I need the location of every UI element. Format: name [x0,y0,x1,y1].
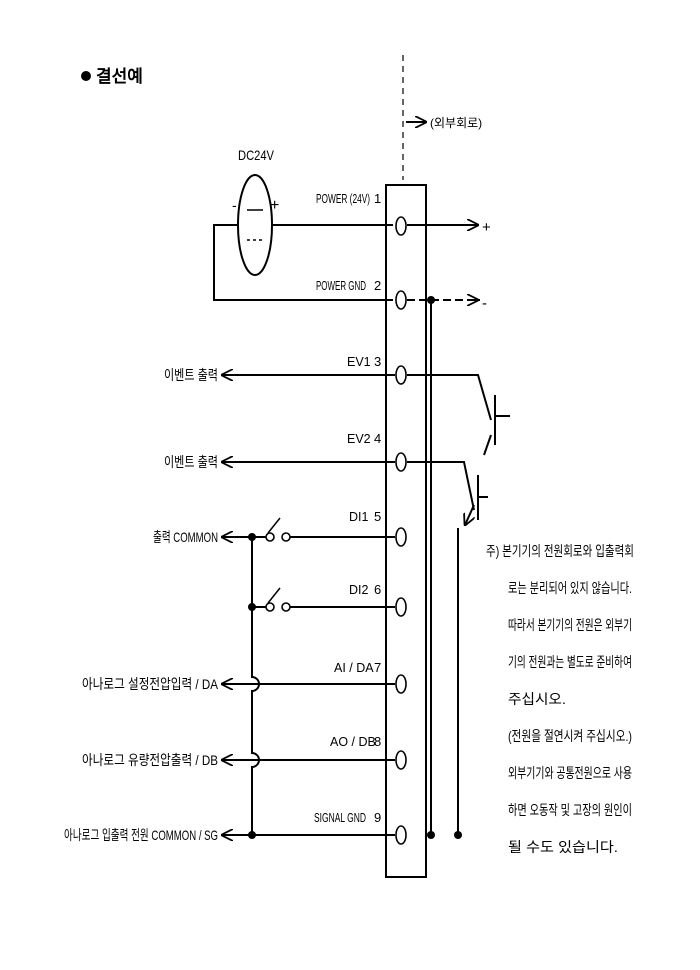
note-line-8: 하면 오동작 및 고장의 원인이 [508,802,632,818]
switch-contact-icon [281,602,291,612]
terminal-name: EV2 [347,432,371,446]
terminal-name: POWER GND [316,279,366,293]
note-line-4: 기의 전원과는 별도로 준비하여 [508,654,632,670]
note-line-1: 주) 본기기의 전원회로와 입출력회 [486,543,634,559]
switch-contact-icon [265,602,275,612]
terminal-name: DI1 [349,510,369,524]
terminal-screw-icon [395,290,407,310]
terminal-row-2: POWER GND 2 [316,278,407,310]
terminal-name: EV1 [347,355,371,369]
terminal-row-4: EV2 4 [347,431,407,472]
note-line-6: (전원을 절연시켜 주십시오.) [508,728,632,744]
bullet-icon [81,71,91,81]
terminal-screw-icon [395,597,407,617]
terminal-number: 8 [374,734,381,749]
terminal-number: 2 [374,278,381,293]
terminal-name: DI2 [349,583,369,597]
note-line-5: 주십시오. [508,691,566,707]
switch-contact-icon [265,532,275,542]
section-title: 결선예 [96,67,143,86]
note-line-7: 외부기기와 공통전원으로 사용 [508,765,632,781]
terminal-row-8: AO / DB 8 [330,734,407,770]
terminal-name: AO / DB [330,735,376,749]
junction-dot [427,831,435,839]
terminal-name: AI / DA [334,661,374,675]
left-label-db: 아나로그 유량전압출력 / DB [82,752,218,768]
external-circuit-label: (외부회로) [430,116,482,130]
terminal-row-6: DI2 6 [349,582,407,617]
terminal-screw-icon [395,216,407,236]
left-label-ev2: 이벤트 출력 [164,454,218,470]
terminal-screw-icon [395,750,407,770]
note-line-2: 로는 분리되어 있지 않습니다. [508,580,632,596]
terminal-number: 9 [374,810,381,825]
dc-power-supply-icon [237,174,273,276]
terminal-screw-icon [395,527,407,547]
out-minus-label: - [482,295,487,312]
power-minus-label: - [232,197,237,213]
left-label-sg: 아나로그 입출력 전원 COMMON / SG [64,827,218,843]
note-line-3: 따라서 본기기의 전원은 외부기 [508,617,632,633]
junction-dot [454,831,462,839]
left-label-ev1: 이벤트 출력 [164,367,218,383]
switch-contact-icon [281,532,291,542]
common-vertical-wire [251,537,260,835]
terminal-number: 6 [374,582,381,597]
left-label-da: 아나로그 설정전압입력 / DA [82,676,219,692]
terminal-screw-icon [395,365,407,385]
terminal-block [385,184,427,878]
terminal-number: 7 [374,660,381,675]
terminal-row-7: AI / DA 7 [334,660,407,694]
terminal-name: POWER (24V) [316,192,370,206]
terminal-screw-icon [395,825,407,845]
terminal-screw-icon [395,452,407,472]
terminal-row-3: EV1 3 [347,354,407,385]
out-plus-label: + [482,219,491,236]
junction-dot [427,296,435,304]
terminal-name: SIGNAL GND [314,811,366,825]
left-label-common: 출력 COMMON [153,529,218,545]
terminal-screw-icon [395,674,407,694]
terminal-number: 5 [374,509,381,524]
terminal-row-1: POWER (24V) 1 [316,191,407,236]
terminal-row-5: DI1 5 [349,509,407,547]
caution-note: 주) 본기기의 전원회로와 입출력회 로는 분리되어 있지 않습니다. 따라서 … [486,543,634,855]
terminal-number: 4 [374,431,381,446]
power-plus-label: + [270,197,279,214]
terminal-number: 3 [374,354,381,369]
note-line-9: 될 수도 있습니다. [508,839,618,855]
terminal-row-9: SIGNAL GND 9 [314,810,407,845]
power-supply-label: DC24V [238,147,275,163]
terminal-number: 1 [374,191,381,206]
